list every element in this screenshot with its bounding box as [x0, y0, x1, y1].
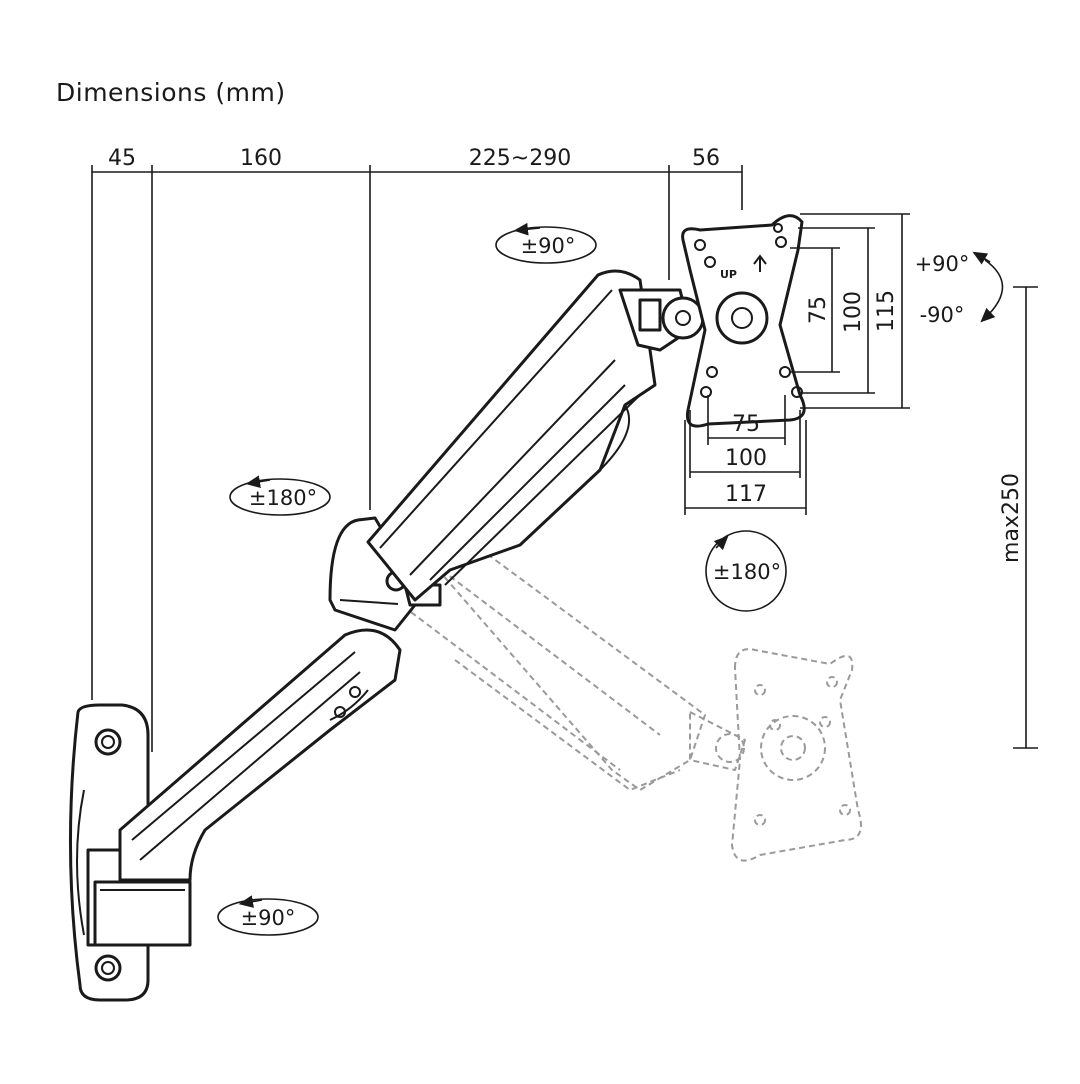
rotation-arm-joint: ±180° — [229, 475, 331, 516]
lower-arm — [93, 628, 402, 947]
rotation-head-swivel: ±90° — [495, 222, 597, 264]
vesa-h117-label: 117 — [725, 482, 767, 507]
vesa-vertical-dimensions: 75 100 115 — [790, 213, 910, 409]
tilt-down-label: -90° — [920, 303, 965, 327]
rotation-arm-joint-label: ±180° — [249, 486, 317, 510]
vesa-v75-label: 75 — [806, 296, 831, 324]
vesa-h100-label: 100 — [725, 446, 767, 471]
diagram-title: Dimensions (mm) — [56, 78, 286, 107]
vesa-horizontal-dimensions: 75 100 117 — [684, 395, 807, 515]
height-max250-label: max250 — [999, 473, 1024, 563]
plate-up-mark: UP — [720, 268, 737, 281]
tilt-up-label: +90° — [915, 252, 970, 276]
dim-160-label: 160 — [240, 146, 282, 171]
vesa-h75-label: 75 — [732, 412, 760, 437]
rotation-base-swivel: ±90° — [217, 895, 319, 936]
rotation-base-swivel-label: ±90° — [241, 906, 296, 930]
head-tilt-block — [618, 288, 705, 352]
upper-arm — [366, 269, 657, 602]
top-dimension-line: 45 160 225~290 56 — [91, 146, 743, 752]
vesa-plate: UP — [681, 214, 806, 428]
dim-56-label: 56 — [692, 146, 720, 171]
dim-45-label: 45 — [108, 146, 136, 171]
vesa-v100-label: 100 — [841, 291, 866, 333]
rotation-head-swivel-label: ±90° — [521, 234, 576, 258]
rotation-tilt: +90° -90° — [915, 251, 1004, 327]
rotation-head-rotate-label: ±180° — [713, 560, 781, 584]
rotation-head-rotate: ±180° — [705, 530, 787, 612]
vesa-v115-label: 115 — [874, 290, 899, 332]
height-dimension: max250 — [999, 286, 1038, 749]
dim-225-290-label: 225~290 — [469, 146, 571, 171]
